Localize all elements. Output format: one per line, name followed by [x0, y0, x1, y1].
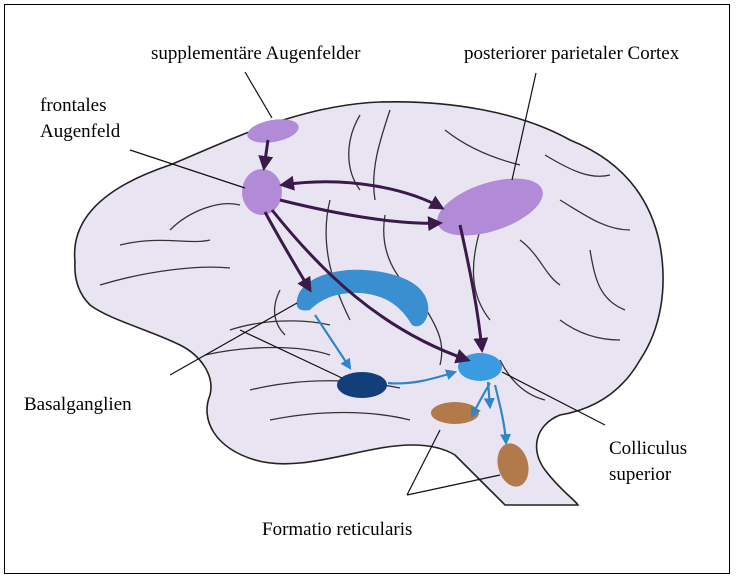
frontal-eye-field-area [242, 169, 282, 215]
label-colliculus-line1: Colliculus [609, 438, 687, 460]
brain-outline [75, 102, 663, 505]
label-frontal-eye-field-line2: Augenfeld [40, 121, 120, 143]
substantia-nigra-area [337, 372, 387, 398]
label-posterior-parietal-cortex: posteriorer parietaler Cortex [464, 43, 679, 65]
reticular-formation-upper [431, 402, 479, 424]
label-reticular-formation: Formatio reticularis [262, 519, 412, 541]
label-frontal-eye-field-line1: frontales [40, 95, 106, 117]
label-colliculus-line2: superior [609, 464, 671, 486]
label-basal-ganglia: Basalganglien [24, 394, 132, 416]
colliculus-superior-area [458, 353, 502, 381]
label-supplementary-eye-fields: supplementäre Augenfelder [151, 43, 360, 65]
